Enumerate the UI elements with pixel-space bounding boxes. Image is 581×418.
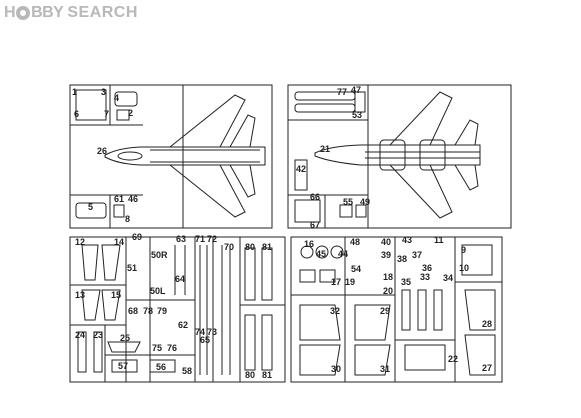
part-label: 49 (360, 197, 370, 207)
part-label: 9 (461, 245, 466, 255)
part-label: 38 (397, 254, 407, 264)
part-label: 78 (143, 306, 153, 316)
part-label: 53 (352, 110, 362, 120)
part-label: 31 (380, 364, 390, 374)
part-label: 71 (195, 234, 205, 244)
part-label: 35 (401, 277, 411, 287)
part-label: 73 (207, 327, 217, 337)
part-label: 23 (93, 330, 103, 340)
part-label: 55 (343, 197, 353, 207)
part-label: 14 (114, 237, 124, 247)
part-label: 43 (402, 235, 412, 245)
part-label: 62 (178, 320, 188, 330)
part-label: 12 (75, 237, 85, 247)
part-label: 81 (262, 370, 272, 380)
part-label: 2 (128, 108, 133, 118)
sprue-frame-top-left (69, 84, 273, 229)
part-label: 63 (176, 234, 186, 244)
part-label: 50R (151, 250, 168, 260)
part-label: 74 (195, 327, 205, 337)
aircraft-underside-view-right (314, 91, 481, 219)
part-label: 19 (345, 277, 355, 287)
part-label: 45 (316, 249, 326, 259)
part-label: 44 (338, 249, 348, 259)
part-label: 48 (350, 237, 360, 247)
part-label: 66 (310, 192, 320, 202)
part-label: 77 (337, 87, 347, 97)
part-label: 7 (104, 109, 109, 119)
part-label: 69 (132, 232, 142, 242)
part-label: 68 (128, 306, 138, 316)
part-label: 15 (111, 290, 121, 300)
part-label: 67 (310, 220, 320, 230)
part-label: 42 (296, 164, 306, 174)
part-label: 76 (167, 343, 177, 353)
part-label: 80 (245, 242, 255, 252)
part-label: 37 (412, 250, 422, 260)
part-label: 29 (380, 306, 390, 316)
part-label: 22 (448, 354, 458, 364)
part-label: 57 (118, 361, 128, 371)
part-label: 13 (75, 290, 85, 300)
hobby-search-logo: H BBY SEARCH (4, 3, 138, 23)
part-label: 39 (381, 250, 391, 260)
part-label: 46 (128, 194, 138, 204)
part-label: 28 (482, 319, 492, 329)
part-label: 81 (262, 242, 272, 252)
logo-mark: H BBY (4, 4, 64, 22)
part-label: 75 (152, 343, 162, 353)
part-label: 11 (434, 235, 444, 245)
part-label: 21 (320, 144, 330, 154)
part-label: 3 (101, 87, 106, 97)
part-label: 1 (72, 87, 77, 97)
part-label: 6 (74, 109, 79, 119)
part-label: 18 (383, 272, 393, 282)
logo-letters-bby: BBY (31, 4, 64, 21)
part-label: 56 (156, 362, 166, 372)
part-label: 16 (304, 239, 314, 249)
part-label: 8 (125, 214, 130, 224)
sprue-frame-top-right (287, 84, 512, 229)
part-label: 32 (330, 306, 340, 316)
logo-search-text: SEARCH (67, 4, 138, 21)
part-label: 61 (114, 194, 124, 204)
part-label: 72 (207, 234, 217, 244)
part-label: 70 (224, 242, 234, 252)
part-label: 51 (127, 263, 137, 273)
part-label: 33 (420, 272, 430, 282)
part-numbers: 1 3 4 2 6 7 26 5 61 46 8 77 47 53 21 42 … (72, 85, 492, 380)
sprue-frame-bottom-left (69, 236, 286, 383)
part-label: 64 (175, 274, 185, 284)
logo-o-icon (16, 6, 31, 20)
part-label: 4 (114, 93, 119, 103)
part-label: 26 (97, 146, 107, 156)
aircraft-top-view-left (104, 94, 266, 218)
part-label: 40 (381, 237, 391, 247)
sprue-frame-bottom-right (290, 236, 503, 383)
part-label: 50L (150, 286, 166, 296)
part-label: 47 (351, 85, 361, 95)
part-label: 54 (351, 264, 361, 274)
part-label: 30 (331, 364, 341, 374)
part-label: 24 (75, 330, 85, 340)
part-label: 27 (482, 363, 492, 373)
part-label: 58 (182, 366, 192, 376)
part-label: 25 (120, 333, 130, 343)
part-label: 34 (443, 273, 453, 283)
part-label: 36 (422, 263, 432, 273)
part-label: 80 (245, 370, 255, 380)
part-label: 20 (383, 286, 393, 296)
part-label: 65 (200, 335, 210, 345)
part-label: 79 (157, 306, 167, 316)
part-label: 17 (331, 277, 341, 287)
part-label: 5 (88, 202, 93, 212)
part-label: 10 (459, 263, 469, 273)
logo-letter-h: H (4, 4, 16, 21)
